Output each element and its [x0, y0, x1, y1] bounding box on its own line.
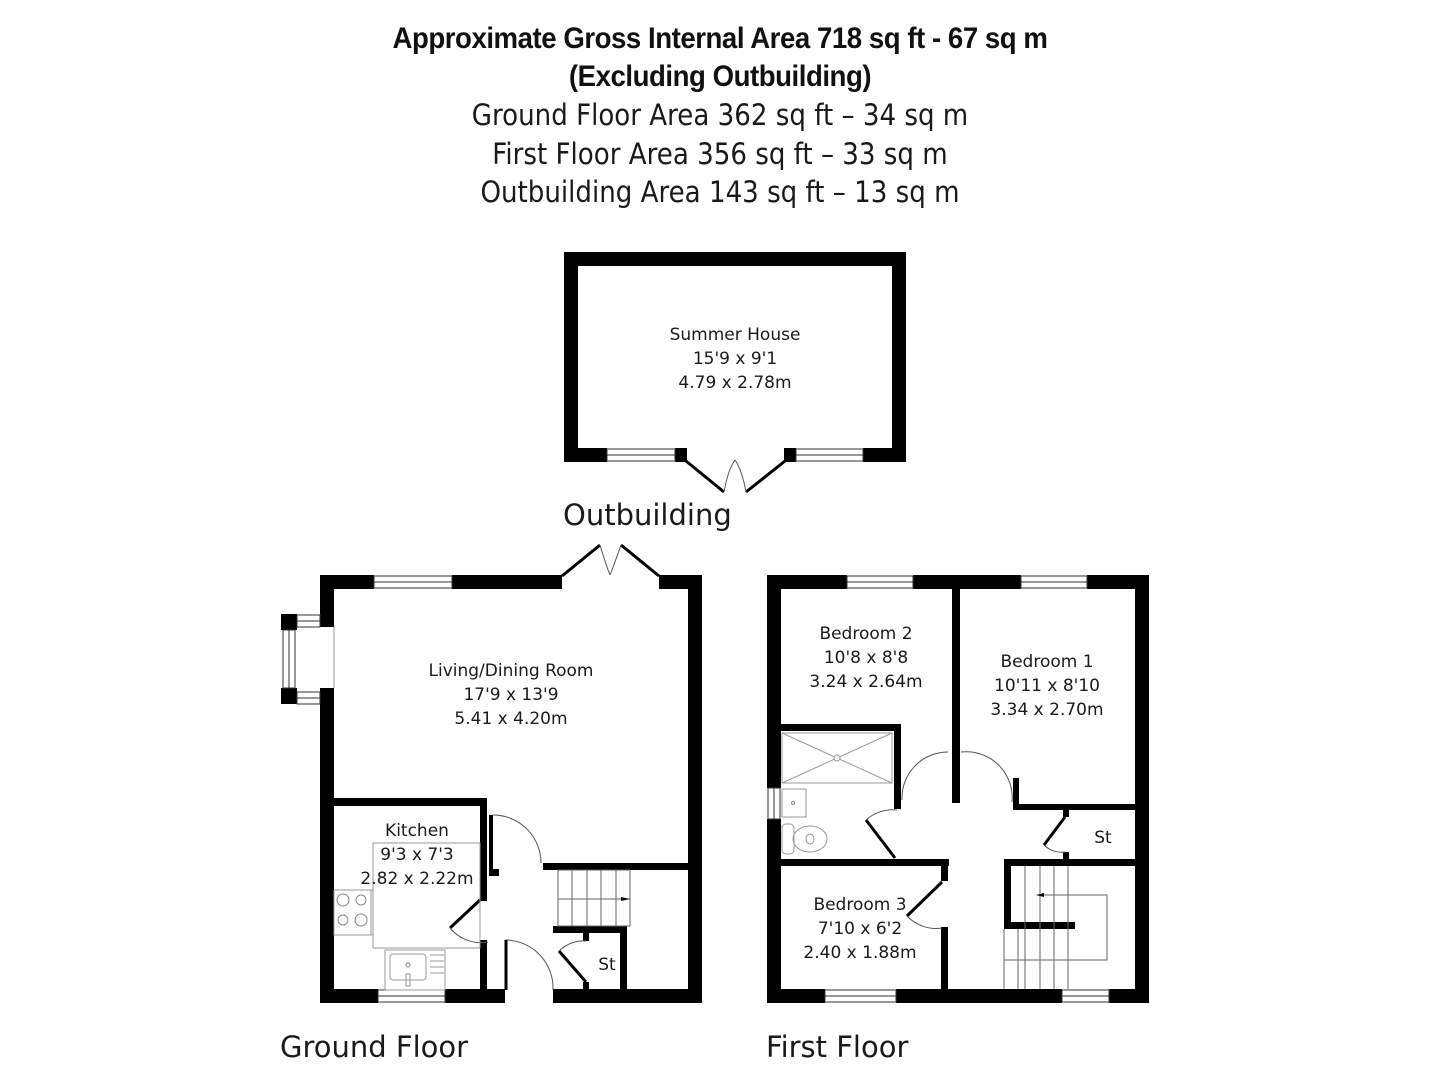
- window-icon: [846, 575, 914, 589]
- french-door-icon: [561, 543, 660, 578]
- window-icon: [795, 448, 864, 462]
- area-summary: Approximate Gross Internal Area 718 sq f…: [0, 20, 1440, 212]
- room-name: Summer House: [670, 325, 801, 345]
- sink-icon: [384, 949, 446, 991]
- room-name: Bedroom 1: [1000, 652, 1093, 672]
- room-metric: 2.40 x 1.88m: [803, 943, 916, 963]
- door-icon: [448, 898, 489, 944]
- french-door-icon: [685, 459, 786, 494]
- shower-icon: [781, 732, 893, 784]
- room-imperial: 7'10 x 6'2: [818, 919, 902, 939]
- room-metric: 2.82 x 2.22m: [360, 869, 473, 889]
- first-floor-label: First Floor: [766, 1030, 908, 1064]
- first-floor-plan: Bedroom 2 10'8 x 8'8 3.24 x 2.64m Bedroo…: [766, 575, 1149, 1064]
- room-metric: 5.41 x 4.20m: [454, 709, 567, 729]
- gross-area-title: Approximate Gross Internal Area 718 sq f…: [392, 22, 1048, 55]
- room-imperial: 17'9 x 13'9: [463, 685, 558, 705]
- door-icon: [504, 939, 554, 991]
- door-icon: [492, 814, 542, 864]
- staircase-icon: [1003, 866, 1108, 989]
- door-icon: [905, 880, 944, 929]
- room-bedroom-2: Bedroom 2 10'8 x 8'8 3.24 x 2.64m: [809, 624, 922, 692]
- kitchen-worktop: [333, 842, 481, 949]
- door-icon: [901, 751, 949, 801]
- door-icon: [1042, 816, 1067, 853]
- room-summer-house: Summer House 15'9 x 9'1 4.79 x 2.78m: [670, 325, 801, 393]
- door-icon: [557, 940, 588, 983]
- room-store: St: [1094, 828, 1112, 848]
- toilet-icon: [781, 823, 828, 855]
- room-name: St: [598, 955, 616, 975]
- room-name: Living/Dining Room: [429, 661, 594, 681]
- window-icon: [824, 989, 897, 1003]
- staircase-icon: [557, 869, 631, 927]
- door-icon: [960, 751, 1013, 803]
- ground-floor-label: Ground Floor: [280, 1030, 468, 1064]
- outbuilding-plan: Summer House 15'9 x 9'1 4.79 x 2.78m Out…: [563, 252, 906, 532]
- room-imperial: 9'3 x 7'3: [380, 845, 453, 865]
- room-living-dining: Living/Dining Room 17'9 x 13'9 5.41 x 4.…: [429, 661, 594, 729]
- door-icon: [864, 809, 898, 859]
- window-icon: [606, 448, 676, 462]
- hob-icon: [336, 893, 368, 927]
- basin-icon: [781, 788, 807, 818]
- window-icon: [1061, 989, 1110, 1003]
- gross-area-note: (Excluding Outbuilding): [568, 60, 872, 93]
- outbuilding-label: Outbuilding: [563, 498, 732, 532]
- room-kitchen: Kitchen 9'3 x 7'3 2.82 x 2.22m: [360, 821, 473, 889]
- room-name: St: [1094, 828, 1112, 848]
- room-imperial: 10'8 x 8'8: [824, 648, 908, 668]
- bay-window-icon: [281, 614, 335, 705]
- room-store: St: [598, 955, 616, 975]
- ground-floor-plan: Living/Dining Room 17'9 x 13'9 5.41 x 4.…: [280, 543, 702, 1064]
- window-icon: [373, 575, 453, 589]
- window-icon: [767, 787, 781, 820]
- room-metric: 4.79 x 2.78m: [678, 373, 791, 393]
- outbuilding-area: Outbuilding Area 143 sq ft – 13 sq m: [480, 175, 960, 209]
- room-metric: 3.34 x 2.70m: [990, 700, 1103, 720]
- window-icon: [1020, 575, 1088, 589]
- room-name: Bedroom 2: [819, 624, 912, 644]
- room-metric: 3.24 x 2.64m: [809, 672, 922, 692]
- ground-floor-area: Ground Floor Area 362 sq ft – 34 sq m: [471, 98, 969, 132]
- room-bedroom-1: Bedroom 1 10'11 x 8'10 3.34 x 2.70m: [990, 652, 1103, 720]
- room-imperial: 15'9 x 9'1: [693, 349, 777, 369]
- room-name: Kitchen: [385, 821, 449, 841]
- room-name: Bedroom 3: [813, 895, 906, 915]
- first-floor-area: First Floor Area 356 sq ft – 33 sq m: [492, 136, 948, 171]
- room-imperial: 10'11 x 8'10: [994, 676, 1100, 696]
- room-bedroom-3: Bedroom 3 7'10 x 6'2 2.40 x 1.88m: [803, 895, 916, 963]
- window-icon: [377, 989, 446, 1003]
